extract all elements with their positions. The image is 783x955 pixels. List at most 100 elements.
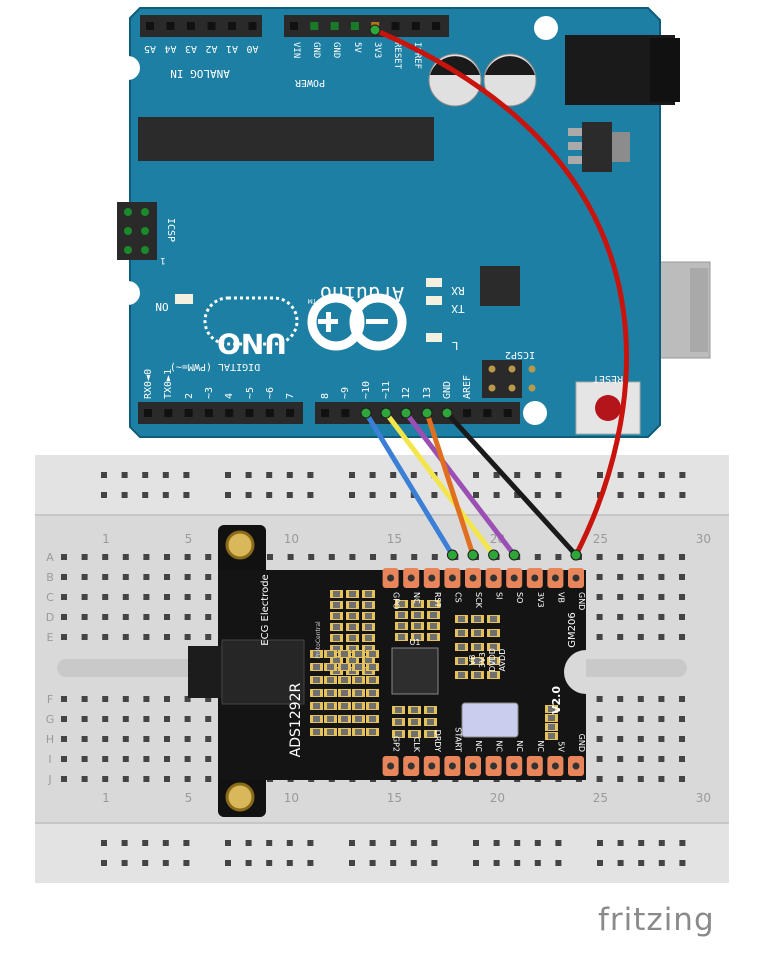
- rail-hole: [121, 860, 128, 866]
- breadboard-hole: [143, 716, 150, 722]
- breadboard-hole: [122, 594, 129, 600]
- rail-hole: [638, 472, 645, 478]
- rail-hole: [534, 492, 541, 498]
- smd-component: [369, 677, 376, 683]
- smd-component: [349, 613, 356, 619]
- breadboard-hole: [143, 554, 150, 560]
- smd-component: [548, 733, 555, 739]
- mount-hole: [116, 281, 140, 305]
- breadboard-hole: [81, 614, 88, 620]
- smd-component: [355, 677, 362, 683]
- breadboard-hole: [679, 574, 685, 580]
- breadboard-hole: [102, 696, 109, 702]
- smd-component: [490, 672, 497, 678]
- module-bottom-pin-label: NC: [495, 740, 504, 752]
- breadboard-hole: [679, 634, 685, 640]
- smd-component: [427, 719, 434, 725]
- rail-hole: [555, 840, 562, 846]
- digital-pin-label: ~6: [265, 387, 276, 399]
- smd-component: [327, 716, 334, 722]
- breadboard-hole: [617, 776, 624, 782]
- rail-hole: [183, 840, 190, 846]
- breadboard-hole: [81, 574, 88, 580]
- digital-pin-label: 7: [285, 393, 296, 399]
- breadboard-hole: [164, 756, 170, 762]
- smd-component: [341, 651, 348, 657]
- mount-hole: [534, 16, 558, 40]
- breadboard-hole: [679, 776, 685, 782]
- smd-component: [349, 646, 356, 652]
- breadboard-hole: [184, 756, 191, 762]
- rail-hole: [473, 472, 479, 478]
- header-pin: [483, 409, 492, 417]
- breadboard-hole: [184, 696, 191, 702]
- breadboard-hole: [184, 554, 191, 560]
- breadboard-hole: [596, 634, 603, 640]
- header-pin: [245, 409, 254, 417]
- breadboard-hole: [61, 614, 67, 620]
- smd-component: [395, 731, 402, 737]
- rail-hole: [245, 472, 252, 478]
- breadboard-hole: [205, 756, 212, 762]
- rail-hole: [266, 860, 273, 866]
- rail-hole: [473, 492, 479, 498]
- rail-hole: [534, 840, 541, 846]
- breadboard-hole: [679, 756, 685, 762]
- power-pin-label: RESET: [392, 42, 402, 70]
- breadboard-hole: [658, 614, 665, 620]
- breadboard-hole: [205, 736, 212, 742]
- breadboard-hole: [61, 594, 67, 600]
- mount-hole: [116, 56, 140, 80]
- rail-hole: [369, 840, 376, 846]
- breadboard-hole: [184, 776, 191, 782]
- column-number: 10: [284, 532, 299, 546]
- breadboard-hole: [349, 554, 356, 560]
- breadboard-hole: [143, 614, 150, 620]
- breadboard-hole: [81, 736, 88, 742]
- smd-component: [427, 731, 434, 737]
- led-rx: [426, 278, 442, 287]
- rail-hole: [534, 472, 541, 478]
- smd-component: [313, 703, 320, 709]
- module-top-pin-label: SO: [515, 592, 524, 603]
- rail-hole: [390, 492, 397, 498]
- rail-hole: [142, 492, 149, 498]
- smd-component: [355, 703, 362, 709]
- module-bottom-pin-label: 5V: [556, 741, 565, 752]
- smd-component: [395, 719, 402, 725]
- breadboard-hole: [102, 594, 109, 600]
- uno-label: UNO: [217, 327, 287, 360]
- led-tx: [426, 296, 442, 305]
- header-pin: [432, 22, 441, 30]
- rail-hole: [658, 492, 665, 498]
- row-letter: I: [48, 753, 51, 766]
- rail-hole: [142, 860, 149, 866]
- rail-hole: [493, 860, 500, 866]
- smd-component: [365, 624, 372, 630]
- rail-hole: [431, 492, 438, 498]
- rail-hole: [142, 472, 149, 478]
- smd-component: [369, 716, 376, 722]
- rail-hole: [101, 840, 107, 846]
- breadboard-hole: [184, 594, 191, 600]
- rail-hole: [101, 472, 107, 478]
- smd-component: [548, 706, 555, 712]
- rail-hole: [121, 840, 128, 846]
- rail-hole: [493, 492, 500, 498]
- breadboard-hole: [205, 614, 212, 620]
- rail-hole: [142, 840, 149, 846]
- smd-component: [313, 729, 320, 735]
- breadboard-hole: [658, 776, 665, 782]
- smd-component: [398, 623, 405, 629]
- breadboard-hole: [637, 634, 644, 640]
- header-pin: [265, 409, 274, 417]
- breadboard-hole: [122, 736, 129, 742]
- row-letter: D: [46, 611, 54, 624]
- power-pin-label: 3V3: [372, 42, 382, 58]
- smd-component: [349, 624, 356, 630]
- rail-hole: [410, 860, 417, 866]
- header-pin: [228, 22, 236, 30]
- smd-component: [349, 657, 356, 663]
- smd-component: [365, 613, 372, 619]
